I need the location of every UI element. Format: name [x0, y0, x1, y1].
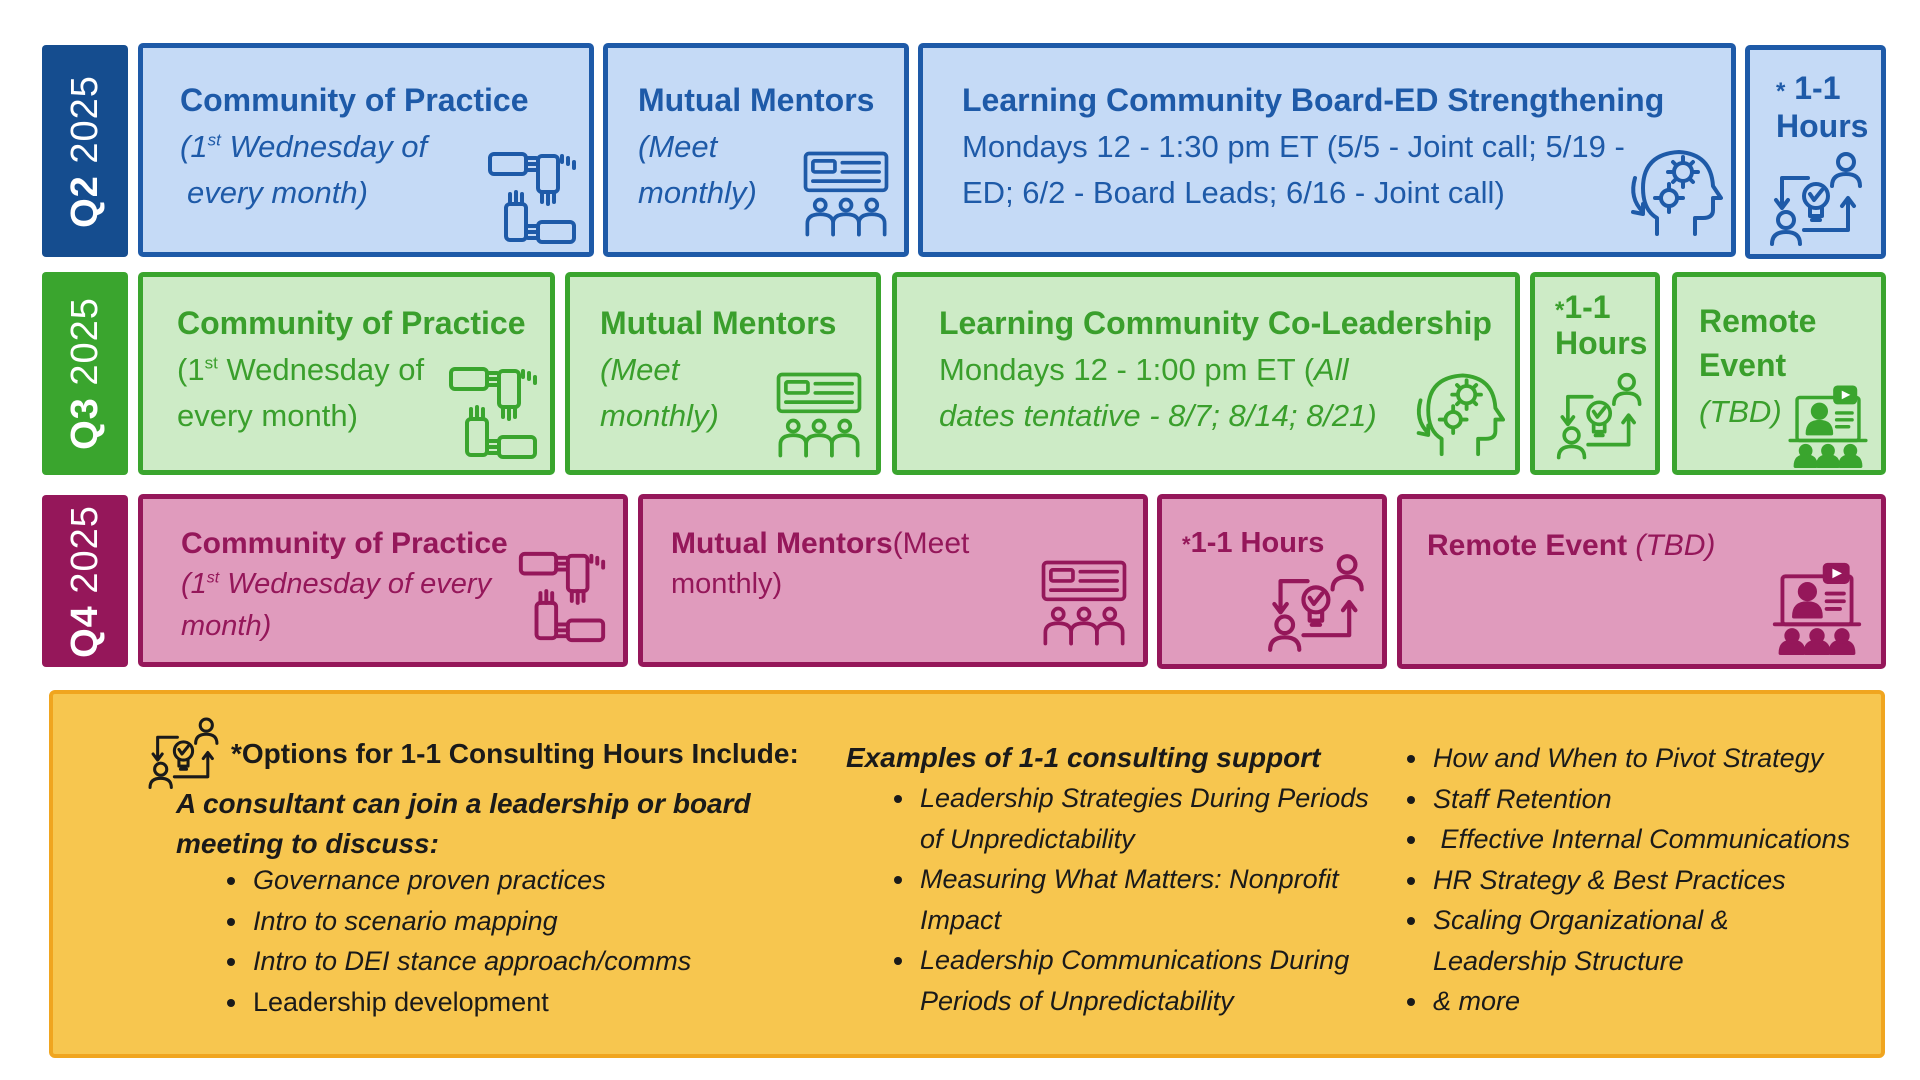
card-title-line2: Event	[1699, 347, 1787, 383]
hands-icon	[513, 547, 611, 647]
card-desc-line2: monthly)	[600, 398, 719, 433]
mentors-icon	[772, 369, 866, 461]
q2-mutual-mentors-card: Mutual Mentors (Meet monthly)	[603, 43, 909, 257]
list-item: Leadership development	[203, 982, 691, 1023]
q4-label: Q4 2025	[42, 495, 128, 667]
card-desc-line2: monthly)	[638, 175, 757, 210]
q2-label-quarter: Q2	[63, 174, 106, 228]
q2-label: Q2 2025	[42, 45, 128, 257]
card-desc-line1: (1st Wednesday of	[177, 352, 425, 387]
list-item: Governance proven practices	[203, 860, 691, 901]
remote-event-icon	[1762, 559, 1872, 655]
q3-label-year: 2025	[63, 297, 106, 386]
head-gears-icon	[1623, 132, 1723, 244]
more-examples-list: How and When to Pivot Strategy Staff Ret…	[1383, 738, 1850, 1022]
q4-remote-event-card: Remote Event (TBD)	[1397, 494, 1886, 669]
card-desc-line2: month)	[181, 610, 272, 642]
card-desc-line2: monthly)	[671, 568, 783, 600]
card-desc-line1: Mondays 12 - 1:00 pm ET (All	[939, 352, 1349, 387]
hands-icon	[481, 148, 583, 248]
q2-label-year: 2025	[63, 74, 106, 164]
card-title: Learning Community Co-Leadership	[939, 305, 1492, 341]
q3-community-of-practice-card: Community of Practice (1st Wednesday of …	[138, 272, 555, 475]
options-heading: *Options for 1-1 Consulting Hours Includ…	[231, 738, 799, 769]
card-desc: (TBD)	[1699, 394, 1782, 429]
card-title: Remote Event (TBD)	[1427, 529, 1716, 562]
card-title: Community of Practice	[181, 527, 508, 560]
list-item: Scaling Organizational &Leadership Struc…	[1383, 900, 1850, 981]
q3-remote-event-card: Remote Event (TBD)	[1672, 272, 1886, 475]
q3-hours-card: *1-1 Hours	[1530, 272, 1660, 475]
card-desc-line1: (1st Wednesday of every	[181, 568, 492, 600]
mentors-icon	[798, 148, 894, 240]
q2-hours-card: * 1-1 Hours	[1745, 45, 1886, 259]
card-desc-line2: every month)	[177, 398, 358, 433]
card-desc-line2: ED; 6/2 - Board Leads; 6/16 - Joint call…	[962, 175, 1505, 210]
q4-label-year: 2025	[63, 504, 106, 594]
card-desc-line2: dates tentative - 8/7; 8/14; 8/21)	[939, 398, 1377, 433]
q4-label-quarter: Q4	[63, 604, 106, 658]
card-title: Mutual Mentors(Meet	[671, 527, 970, 560]
list-item: Intro to DEI stance approach/comms	[203, 941, 691, 982]
card-desc-line1: (Meet	[638, 129, 718, 164]
card-title: Remote	[1699, 303, 1817, 339]
consulting-options-panel: *Options for 1-1 Consulting Hours Includ…	[49, 690, 1885, 1058]
head-gears-icon	[1409, 355, 1505, 465]
card-title: *1-1	[1555, 289, 1611, 325]
q3-label: Q3 2025	[42, 272, 128, 475]
options-subheading-line1: A consultant can join a leadership or bo…	[176, 788, 751, 819]
consulting-icon	[1266, 551, 1370, 657]
card-title: Mutual Mentors	[638, 82, 875, 118]
q4-hours-card: *1-1 Hours	[1157, 494, 1387, 669]
card-title-line2: Hours	[1776, 108, 1869, 144]
card-desc-line2: every month)	[187, 175, 368, 210]
list-item: How and When to Pivot Strategy	[1383, 738, 1850, 779]
options-list: Governance proven practices Intro to sce…	[203, 860, 691, 1022]
card-title: Community of Practice	[180, 82, 529, 118]
list-item: & more	[1383, 981, 1850, 1022]
card-title: *1-1 Hours	[1182, 527, 1325, 559]
list-item: Intro to scenario mapping	[203, 901, 691, 942]
card-title: Mutual Mentors	[600, 305, 837, 341]
remote-event-icon	[1782, 382, 1874, 468]
hands-icon	[443, 363, 543, 463]
q4-mutual-mentors-card: Mutual Mentors(Meet monthly)	[638, 494, 1148, 667]
q3-mutual-mentors-card: Mutual Mentors (Meet monthly)	[565, 272, 881, 475]
list-item: HR Strategy & Best Practices	[1383, 860, 1850, 901]
card-desc-line1: (Meet	[600, 352, 680, 387]
list-item: Staff Retention	[1383, 779, 1850, 820]
examples-heading: Examples of 1-1 consulting support	[846, 742, 1321, 773]
card-desc-line1: Mondays 12 - 1:30 pm ET (5/5 - Joint cal…	[962, 129, 1625, 164]
card-title: Community of Practice	[177, 305, 526, 341]
q3-label-quarter: Q3	[63, 397, 106, 450]
q2-community-of-practice-card: Community of Practice (1st Wednesday of …	[138, 43, 594, 257]
card-title: * 1-1	[1776, 70, 1841, 106]
consulting-icon	[1768, 148, 1868, 252]
q3-learning-community-card: Learning Community Co-Leadership Mondays…	[892, 272, 1520, 475]
card-title: Learning Community Board-ED Strengthenin…	[962, 82, 1665, 118]
q2-learning-community-card: Learning Community Board-ED Strengthenin…	[918, 43, 1736, 257]
list-item: Effective Internal Communications	[1383, 819, 1850, 860]
consulting-icon	[1555, 369, 1647, 465]
consulting-icon	[147, 716, 223, 792]
options-subheading-line2: meeting to discuss:	[176, 828, 439, 859]
mentors-icon	[1037, 557, 1131, 649]
q4-community-of-practice-card: Community of Practice (1st Wednesday of …	[138, 494, 628, 667]
card-title-line2: Hours	[1555, 325, 1648, 361]
card-desc-line1: (1st Wednesday of	[180, 129, 428, 164]
